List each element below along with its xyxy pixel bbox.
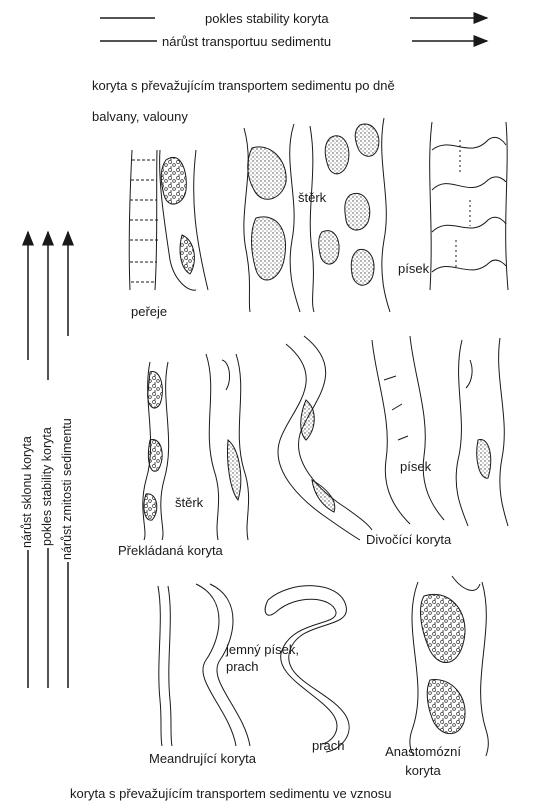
label-braided-channels: Divočící koryta (366, 532, 451, 547)
label-transitional-channels: Překládaná koryta (118, 543, 223, 558)
label-fine-sand-2: prach (226, 659, 259, 674)
header-bedload: koryta s převažujícím transportem sedime… (92, 78, 395, 93)
label-meandering-channels: Meandrující koryta (149, 751, 256, 766)
braided-channels (372, 336, 508, 526)
label-fine-sand-1: jemný písek, (226, 642, 299, 657)
gravel-bar-channel (244, 118, 390, 312)
left-axis-label-sediment: nárůst zmitosti sedimentu (60, 418, 74, 560)
anastomosing-channels (410, 576, 488, 756)
top-arrow-label-transport: nárůst transportuu sedimentu (162, 34, 331, 49)
left-axis-label-slope: nárůst sklonu koryta (20, 436, 34, 548)
label-silt: prach (312, 738, 345, 753)
label-boulders: balvany, valouny (92, 109, 188, 124)
label-sand-top: písek (398, 261, 429, 276)
label-sand-mid: písek (400, 459, 431, 474)
label-rapids: peřeje (131, 304, 167, 319)
label-anastomosing-1: Anastomózní (378, 744, 468, 759)
rapids-channel (129, 150, 208, 290)
left-axis-label-stability: pokles stability koryta (40, 427, 54, 546)
label-gravel-top: štěrk (298, 190, 326, 205)
header-suspended-load: koryta s převažujícím transportem sedime… (70, 786, 392, 801)
top-arrow-label-stability: pokles stability koryta (205, 11, 329, 26)
sand-channel (430, 122, 508, 290)
label-anastomosing-2: koryta (378, 763, 468, 778)
label-gravel-mid: štěrk (175, 495, 203, 510)
